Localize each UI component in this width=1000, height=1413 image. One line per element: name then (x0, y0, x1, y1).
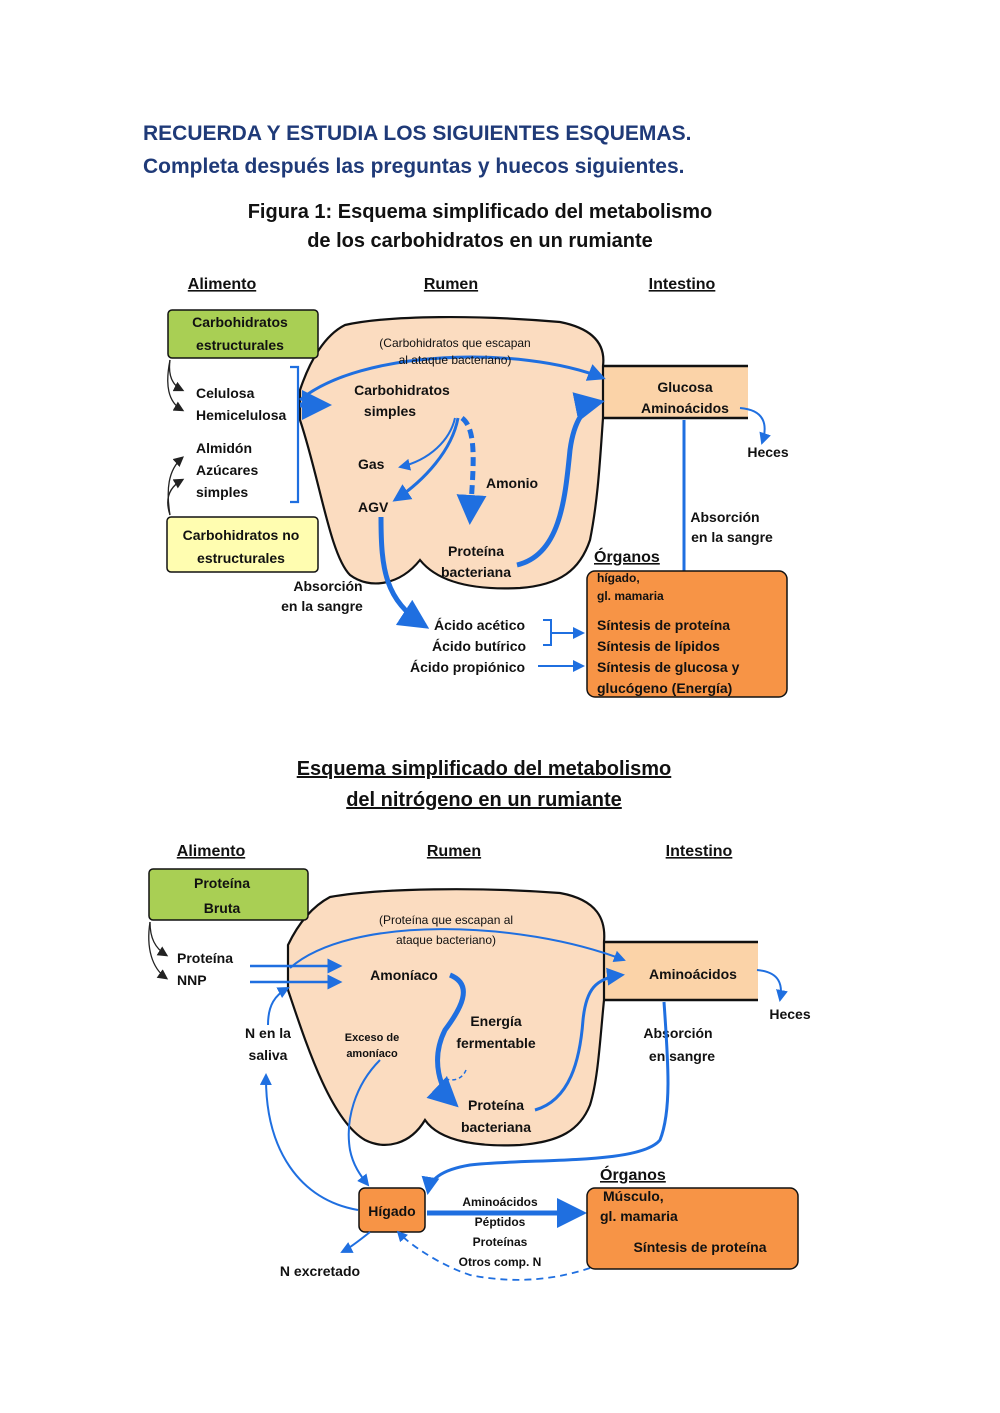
carb-glandula: gl. mamaria (597, 589, 664, 603)
nitro-n-saliva-2: saliva (249, 1047, 288, 1063)
carb-title-line-1: Figura 1: Esquema simplificado del metab… (248, 201, 713, 223)
carb-propionico: Ácido propiónico (410, 659, 525, 675)
carb-heces: Heces (747, 444, 788, 460)
carb-sintesis-4: glucógeno (Energía) (597, 680, 732, 696)
nitro-escape-1: (Proteína que escapan al (379, 913, 513, 927)
carb-proteina-1: Proteína (448, 543, 504, 559)
carb-celulosa: Celulosa (196, 385, 255, 401)
nitro-exceso-2: amoníaco (346, 1048, 398, 1060)
nitro-nnp: NNP (177, 972, 207, 988)
carb-butirico: Ácido butírico (432, 638, 526, 654)
carb-carb-simples-2: simples (364, 403, 416, 419)
carb-sintesis-1: Síntesis de proteína (597, 617, 730, 633)
nitro-organos: Órganos (600, 1165, 666, 1184)
nitro-flow-1: Aminoácidos (462, 1195, 538, 1209)
carb-food-bracket (290, 365, 300, 504)
carb-box-no-estructurales (166, 516, 319, 573)
carb-col-alimento: Alimento (188, 276, 257, 293)
carb-agv: AGV (358, 499, 389, 515)
carb-box-no-estructurales-line-1: Carbohidratos no (183, 527, 300, 543)
carb-glucosa: Glucosa (657, 379, 712, 395)
carb-organ-box (586, 570, 788, 698)
nitro-absorption-arrow (421, 1001, 670, 1195)
carb-rumen-shape (298, 315, 605, 590)
nitro-proteina: Proteína (177, 950, 233, 966)
carb-absorcion-1: Absorción (690, 509, 759, 525)
carb-simples-food: simples (196, 484, 248, 500)
carb-organos: Órganos (594, 547, 660, 566)
carb-escape-1: (Carbohidratos que escapan (379, 336, 530, 350)
carb-absorcion-left-2: en la sangre (281, 598, 363, 614)
nitro-rumen-shape (286, 888, 606, 1147)
nitro-col-alimento: Alimento (177, 843, 246, 860)
carb-proteina-to-intestine-arrow (516, 392, 605, 568)
carb-agv-absorption-arrow (378, 516, 430, 629)
carb-title-line-2: de los carbohidratos en un rumiante (307, 230, 653, 252)
nitro-n-saliva-1: N en la (245, 1025, 291, 1041)
carb-azucares: Azúcares (196, 462, 258, 478)
nitro-proteina-bact-1: Proteína (468, 1097, 524, 1113)
nitro-aminoacidos: Aminoácidos (649, 966, 737, 982)
nitro-col-rumen: Rumen (427, 843, 481, 860)
carb-box-estructurales-line-2: estructurales (196, 337, 284, 353)
carb-almidon: Almidón (196, 440, 252, 456)
nitro-escape-arrow (289, 928, 626, 969)
carb-absorcion-2: en la sangre (691, 529, 773, 545)
nitro-box-proteina-1: Proteína (194, 875, 250, 891)
worksheet-heading-line-1: RECUERDA Y ESTUDIA LOS SIGUIENTES ESQUEM… (143, 122, 692, 145)
nitro-col-intestino: Intestino (666, 843, 733, 860)
nitro-flow-2: Péptidos (475, 1215, 526, 1229)
carb-col-rumen: Rumen (424, 276, 478, 293)
carb-dashed-arrow (456, 416, 487, 525)
nitro-proteina-bact-2: bacteriana (461, 1119, 531, 1135)
carb-hemicelulosa: Hemicelulosa (196, 407, 286, 423)
carb-box-estructurales (167, 309, 319, 359)
nitro-higado-box (358, 1187, 426, 1233)
nitro-absorcion-2: en sangre (649, 1048, 715, 1064)
nitrogen-diagram: Esquema simplificado del metabolismo del… (148, 758, 811, 1281)
carb-proteina-2: bacteriana (441, 564, 511, 580)
nitro-box-proteina-bruta (148, 868, 309, 921)
carb-absorcion-left-1: Absorción (293, 578, 362, 594)
carb-box-estructurales-line-1: Carbohidratos (192, 314, 288, 330)
carb-col-intestino: Intestino (649, 276, 716, 293)
nitro-absorcion-1: Absorción (643, 1025, 712, 1041)
carb-escape-arrow (299, 355, 606, 402)
carb-carb-simples-1: Carbohidratos (354, 382, 450, 398)
carb-intestine-tube (603, 366, 748, 418)
nitro-proteina-to-intestine-arrow (534, 967, 625, 1112)
carb-box-no-estructurales-line-2: estructurales (197, 550, 285, 566)
carb-acetico: Ácido acético (434, 617, 525, 633)
carb-aminoacidos: Aminoácidos (641, 400, 729, 416)
carb-sintesis-3: Síntesis de glucosa y (597, 659, 740, 675)
nitro-title-line-1: Esquema simplificado del metabolismo (297, 758, 672, 780)
carbohydrate-diagram: Figura 1: Esquema simplificado del metab… (166, 201, 789, 698)
worksheet-heading-line-2: Completa después las preguntas y huecos … (143, 155, 685, 178)
nitro-intestine-tube (604, 942, 758, 1000)
carb-gas: Gas (358, 456, 385, 472)
carb-amonio: Amonio (486, 475, 538, 491)
nitro-box-proteina-2: Bruta (204, 900, 241, 916)
nitro-exceso-1: Exceso de (345, 1032, 399, 1044)
nitro-heces: Heces (769, 1006, 810, 1022)
nitro-energia-2: fermentable (456, 1035, 536, 1051)
nitro-title-line-2: del nitrógeno en un rumiante (346, 789, 622, 811)
carb-sintesis-2: Síntesis de lípidos (597, 638, 720, 654)
nitro-flow-4: Otros comp. N (459, 1255, 542, 1269)
nitro-musculo: Músculo, (603, 1188, 664, 1204)
nitro-n-excretado: N excretado (280, 1263, 360, 1279)
nitro-flow-3: Proteínas (473, 1235, 528, 1249)
nitro-organ-box (586, 1187, 799, 1270)
nitro-amoniaco: Amoníaco (370, 967, 438, 983)
nitro-glandula: gl. mamaria (600, 1208, 678, 1224)
carb-escape-2: al ataque bacteriano) (399, 353, 512, 367)
nitro-escape-2: ataque bacteriano) (396, 933, 496, 947)
carb-higado: hígado, (597, 571, 640, 585)
nitro-sintesis: Síntesis de proteína (633, 1239, 766, 1255)
nitro-higado: Hígado (368, 1203, 415, 1219)
nitro-energia-1: Energía (470, 1013, 522, 1029)
nitro-amoniaco-to-proteina-arrow (426, 972, 466, 1108)
